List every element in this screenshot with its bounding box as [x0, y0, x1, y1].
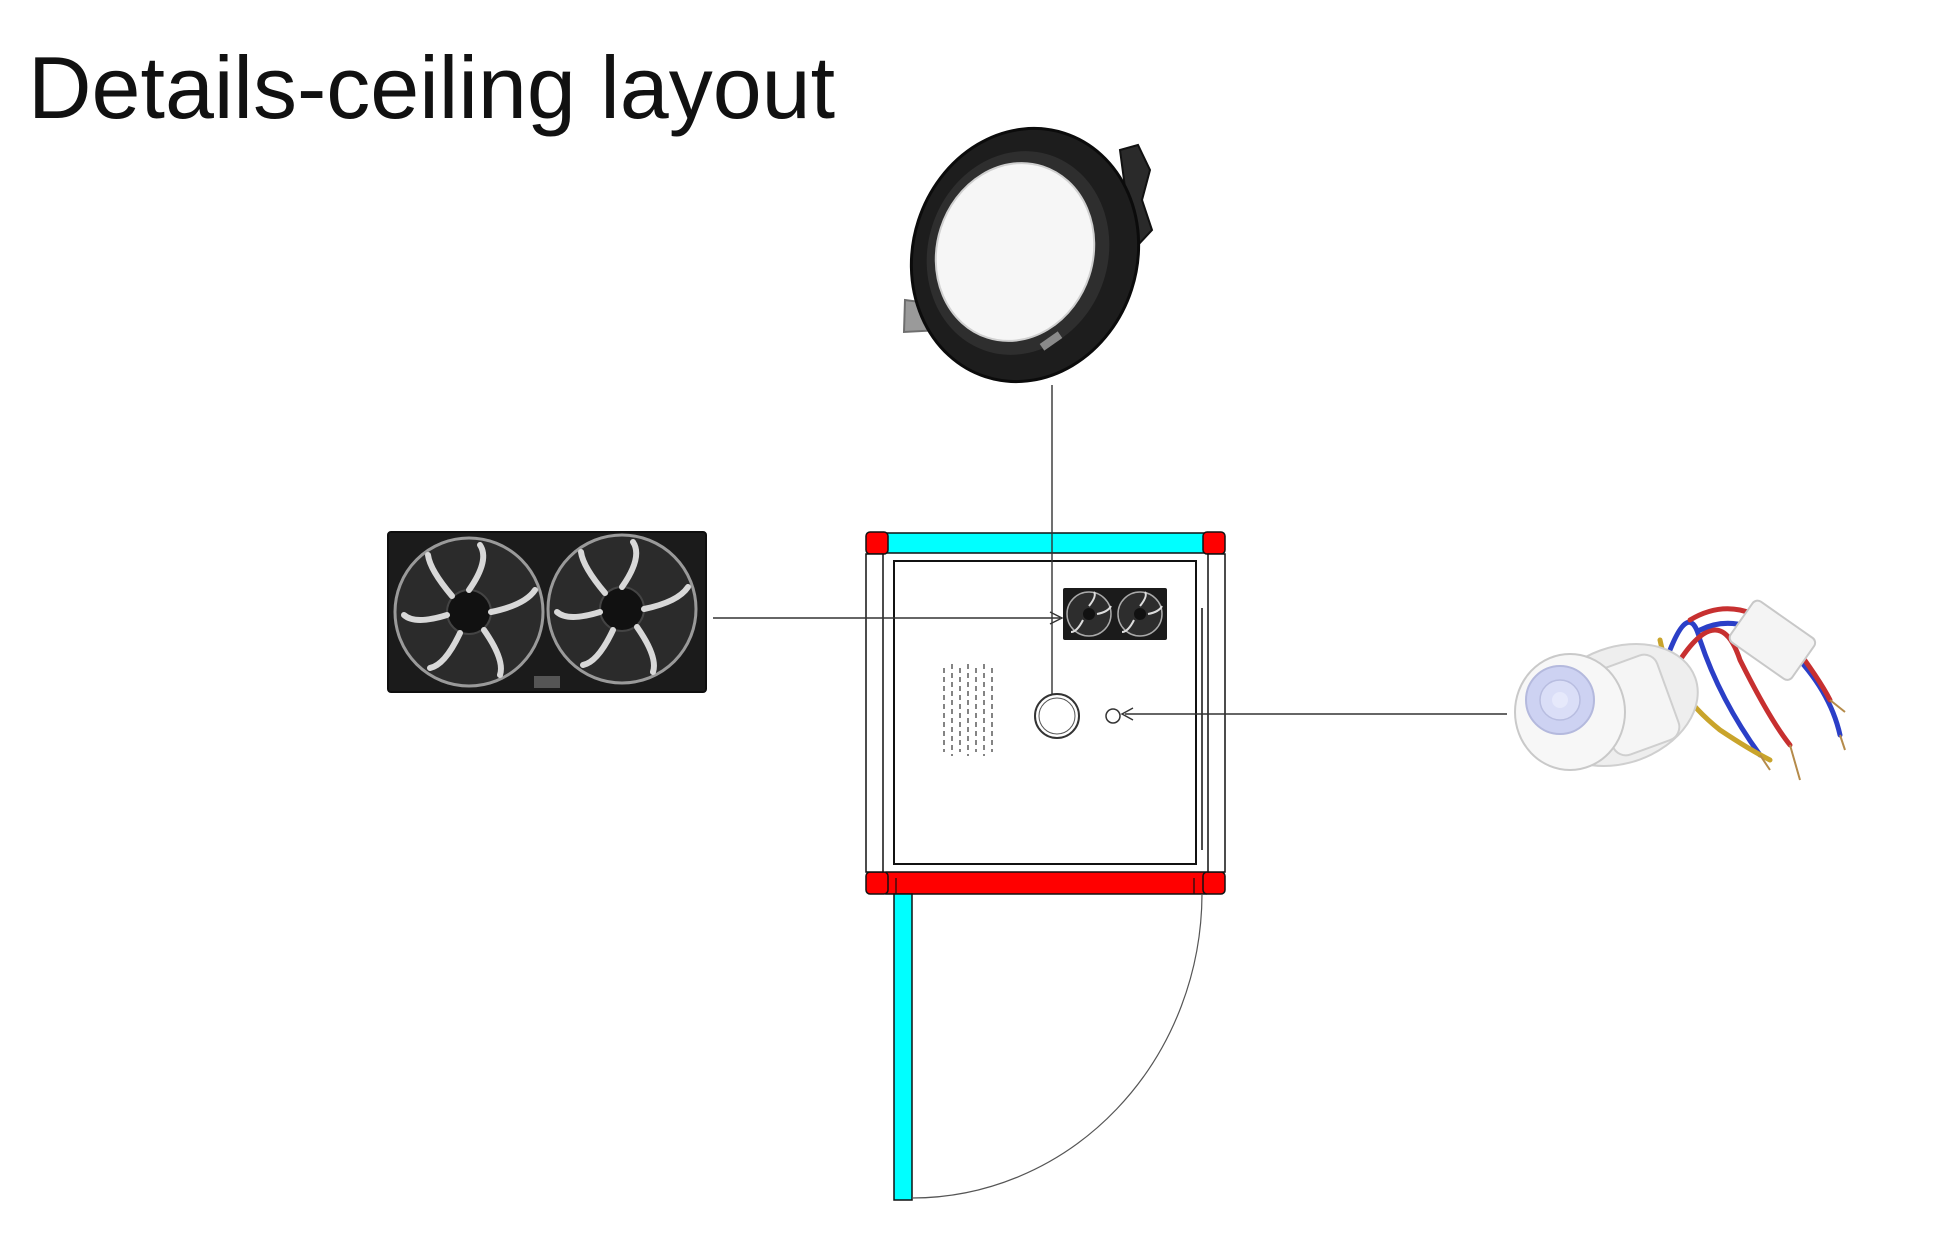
- leader-lines: [713, 385, 1507, 721]
- sensor-marker-icon: [1105, 708, 1121, 724]
- pir-motion-sensor-icon: [1514, 599, 1846, 781]
- downlight-icon: [902, 126, 1154, 384]
- page-title: Details-ceiling layout: [28, 38, 836, 137]
- twin-cooling-fan-icon: [387, 531, 707, 693]
- booth-floor-plan: [865, 531, 1226, 1201]
- ceiling-fan-marker-icon: [1063, 588, 1167, 640]
- vent-grille-icon: [943, 664, 993, 756]
- downlight-marker-icon: [1034, 693, 1080, 739]
